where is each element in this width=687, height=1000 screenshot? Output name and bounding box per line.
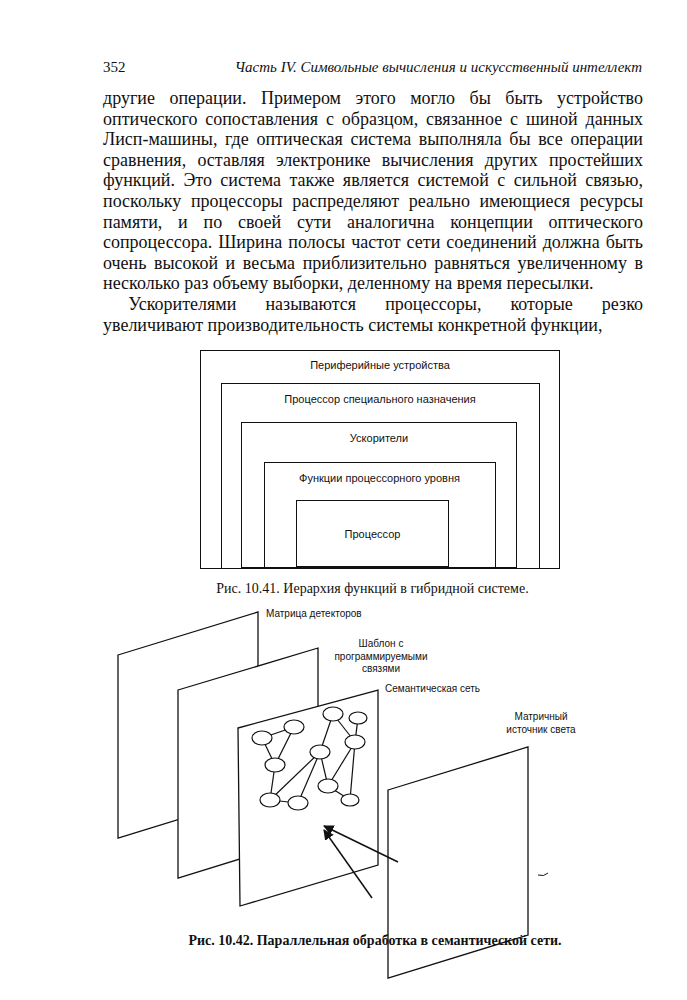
semantic-plane [238, 690, 378, 906]
page-number: 352 [103, 58, 126, 77]
body-paragraph: другие операции. Примером этого могло бы… [103, 88, 643, 294]
figure-label: Матрица детекторов [266, 608, 362, 621]
figure-label: Семантическая сеть [385, 683, 480, 696]
caption-text: Часть IV. Символьные вычисления и искусс… [200, 58, 642, 77]
box-label: Процессор [297, 528, 448, 540]
text-column: другие операции. Примером этого могло бы… [103, 88, 643, 335]
semantic-net [262, 714, 358, 803]
net-node [252, 707, 367, 810]
hierarchy-box: УскорителиФункции процессорного уровняПр… [241, 422, 517, 568]
figure-label: Матричный источник света [496, 711, 586, 736]
hierarchy-box: Процессор [296, 500, 449, 567]
box-label: Периферийные устройства [201, 359, 559, 371]
hierarchy-box: Периферийные устройстваПроцессор специал… [200, 350, 560, 569]
box-label: Функции процессорного уровня [265, 472, 495, 484]
box-label: Ускорители [242, 432, 516, 444]
caption-text: Рис. 10.42. Параллельная обработка в сем… [120, 932, 630, 950]
light-arrow [324, 826, 398, 898]
mark [538, 873, 548, 876]
hierarchy-box: Процессор специального назначенияУскорит… [221, 383, 540, 569]
figure-label: Шаблон с программируемыми связями [318, 638, 444, 676]
box-label: Процессор специального назначения [222, 393, 539, 405]
hierarchy-box: Функции процессорного уровняПроцессор [264, 462, 496, 568]
caption-text: Рис. 10.41. Иерархия функций в гибридной… [150, 580, 595, 598]
body-paragraph: Ускорителями называются процессоры, кото… [103, 294, 643, 335]
